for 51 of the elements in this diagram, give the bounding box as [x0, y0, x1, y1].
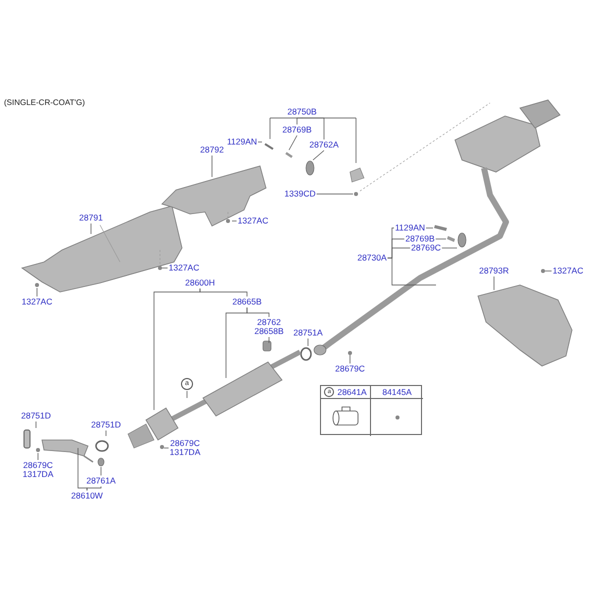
leader-line: [302, 117, 324, 140]
part-number: 28751D: [21, 412, 51, 420]
leader-line: [100, 466, 102, 476]
leader-line: [288, 135, 298, 150]
part-number: 1327AC: [238, 216, 268, 226]
part-number: 28679C: [23, 461, 53, 470]
part-number: 1129AN: [226, 138, 258, 146]
leader-line: [78, 448, 88, 491]
part-number: 28769C: [411, 244, 441, 252]
part-number: 84145A: [382, 387, 412, 397]
leader-line: [200, 288, 248, 297]
leader-line: [186, 390, 188, 398]
part-number: 28762: [257, 318, 281, 327]
part-number: 28641A: [337, 387, 367, 397]
leader-line: [232, 220, 237, 222]
leader-line: [90, 223, 92, 234]
leader-line: [387, 248, 410, 258]
leader-line: [435, 238, 446, 240]
part-number: 28792: [200, 146, 224, 154]
part-number: 28600H: [185, 278, 215, 288]
part-number: 28665B: [232, 298, 262, 306]
leader-line: [296, 117, 302, 125]
part-number: 1317DA: [170, 448, 200, 457]
part-number: 28679C: [170, 439, 200, 448]
part-number: 1327AC: [168, 264, 200, 272]
note-text: (SINGLE-CR-COAT'G): [4, 98, 85, 107]
part-number: 28762A: [309, 140, 339, 150]
part-number: 1327AC: [552, 266, 584, 276]
leader-line: [544, 270, 552, 272]
part-number: 1317DA: [22, 470, 54, 479]
part-number: 28761A: [86, 476, 116, 486]
part-number: 28679C: [335, 364, 365, 374]
part-number: 1129AN: [394, 224, 426, 232]
part-number: 28769B: [282, 126, 312, 134]
part-number: 1327AC: [22, 298, 52, 306]
leader-line: [86, 486, 102, 491]
part-number: 28610W: [71, 492, 103, 500]
leader-line: [246, 307, 270, 318]
part-number: 28769B: [405, 234, 435, 244]
part-number: 28793R: [479, 266, 509, 276]
leader-line: [268, 336, 270, 344]
part-number: 1339CD: [284, 190, 316, 198]
part-number: 28750B: [287, 108, 317, 116]
leader-line: [270, 117, 356, 164]
part-number: 28658B: [254, 327, 284, 336]
leader-line: [312, 150, 324, 160]
part-number: 28751D: [91, 420, 121, 430]
part-number: 28730A: [357, 254, 387, 262]
part-number: 28751A: [293, 328, 323, 338]
leader-line: [36, 288, 38, 297]
part-number: 28791: [79, 214, 103, 222]
